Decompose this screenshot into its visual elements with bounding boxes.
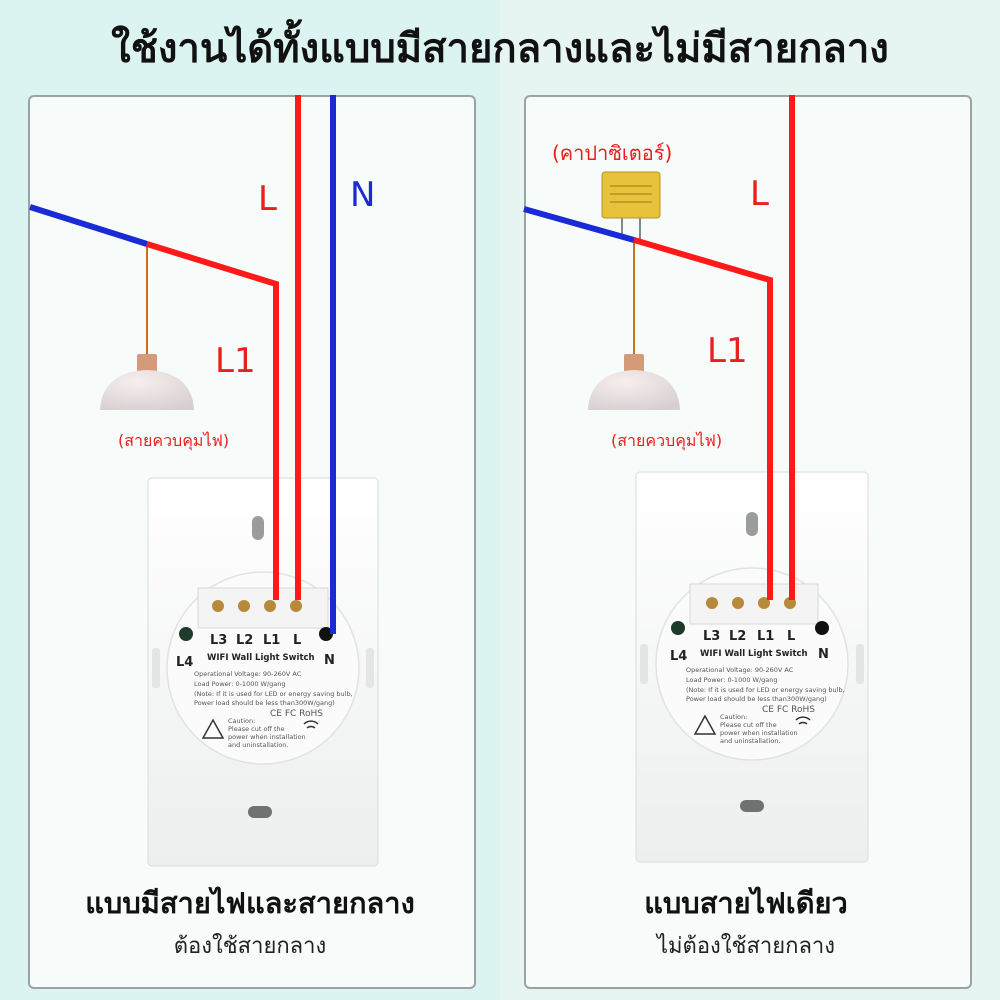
left-label-l: L: [258, 179, 277, 219]
right-caution-line: power when installation: [720, 729, 798, 737]
left-heading: แบบมีสายไฟและสายกลาง: [85, 886, 415, 920]
right-wires: [523, 95, 795, 600]
left-spec-line: Load Power: 0-1000 W/gang: [194, 680, 286, 688]
right-lamp-shade-icon: [588, 370, 680, 410]
left-wires: [29, 95, 336, 634]
left-switch-bottom-slot: [248, 806, 272, 818]
left-wifi-icon: [303, 720, 319, 729]
right-term-label: L2: [729, 629, 746, 644]
right-switch-bottom-slot: [740, 800, 764, 812]
right-wifi-icon: [795, 716, 811, 725]
left-neutral-to-lamp: [29, 204, 148, 247]
capacitor-body-icon: [601, 171, 661, 219]
left-caution-line: and uninstallation.: [228, 741, 289, 749]
right-term-label: L3: [703, 629, 720, 644]
right-spec-line: Power load should be less than300W/gang): [686, 695, 827, 703]
left-switch: L3 L2 L1 L L4 N WIFI Wall Light Switch O…: [147, 477, 379, 867]
left-term-n: N: [324, 653, 335, 668]
left-term-label: L: [293, 633, 301, 648]
left-spec-line: Power load should be less than300W/gang): [194, 699, 335, 707]
right-term-n: N: [818, 647, 829, 662]
left-l1-wire: [146, 241, 279, 600]
left-term-label: L2: [236, 633, 253, 648]
left-switch-top-slot: [252, 516, 264, 540]
right-caution-line: Please cut off the: [720, 721, 777, 729]
left-lamp-shade-icon: [100, 370, 194, 410]
right-term-label: L: [787, 629, 795, 644]
left-spec-line: Operational Voltage: 90-260V AC: [194, 670, 302, 678]
left-lamp-socket: [137, 354, 157, 372]
right-caution-icon: [693, 714, 717, 735]
left-caution-line: Please cut off the: [228, 725, 285, 733]
left-product-name: WIFI Wall Light Switch: [207, 653, 315, 663]
right-lamp-socket: [624, 354, 644, 372]
right-cert: CE FC RoHS: [762, 705, 815, 715]
right-neutral-to-lamp: [523, 206, 635, 243]
right-product-name: WIFI Wall Light Switch: [700, 649, 808, 659]
left-lamp-caption: (สายควบคุมไฟ): [118, 431, 229, 451]
left-term-l4: L4: [176, 655, 193, 670]
right-spec-line: (Note: If it is used for LED or energy s…: [686, 686, 845, 694]
left-terminal-screws: [212, 600, 302, 612]
right-subheading: ไม่ต้องใช้สายกลาง: [656, 934, 836, 959]
left-caution-line: Caution:: [228, 717, 255, 725]
left-lamp: [100, 244, 194, 410]
left-term-label: L1: [263, 633, 280, 648]
right-label-l1: L1: [707, 331, 748, 371]
left-label-l1: L1: [215, 341, 256, 381]
right-n-screw: [815, 621, 829, 635]
right-spec-line: Load Power: 0-1000 W/gang: [686, 676, 778, 684]
left-subheading: ต้องใช้สายกลาง: [173, 934, 327, 959]
left-led-dot: [179, 627, 193, 641]
right-label-l: L: [750, 174, 769, 214]
left-caution-line: power when installation: [228, 733, 306, 741]
right-term-l4: L4: [670, 649, 687, 664]
left-label-n: N: [350, 175, 375, 215]
right-caution-line: and uninstallation.: [720, 737, 781, 745]
capacitor-caption: (คาปาซิเตอร์): [552, 141, 672, 165]
left-spec-line: (Note: If it is used for LED or energy s…: [194, 690, 353, 698]
left-caution-icon: [201, 718, 225, 739]
left-term-label: L3: [210, 633, 227, 648]
right-spec-line: Operational Voltage: 90-260V AC: [686, 666, 794, 674]
capacitor: [601, 171, 661, 240]
right-switch: L3 L2 L1 L L4 N WIFI Wall Light Switch O…: [635, 471, 869, 863]
right-term-label: L1: [757, 629, 774, 644]
right-led-dot: [671, 621, 685, 635]
left-cert: CE FC RoHS: [270, 709, 323, 719]
right-lamp: [588, 240, 680, 410]
right-heading: แบบสายไฟเดียว: [644, 886, 848, 920]
right-lamp-caption: (สายควบคุมไฟ): [611, 431, 722, 451]
main-title: ใช้งานได้ทั้งแบบมีสายกลางและไม่มีสายกลาง: [111, 26, 889, 72]
left-n-screw: [319, 627, 333, 641]
right-caution-line: Caution:: [720, 713, 747, 721]
right-l1-wire: [633, 237, 773, 600]
right-switch-top-slot: [746, 512, 758, 536]
